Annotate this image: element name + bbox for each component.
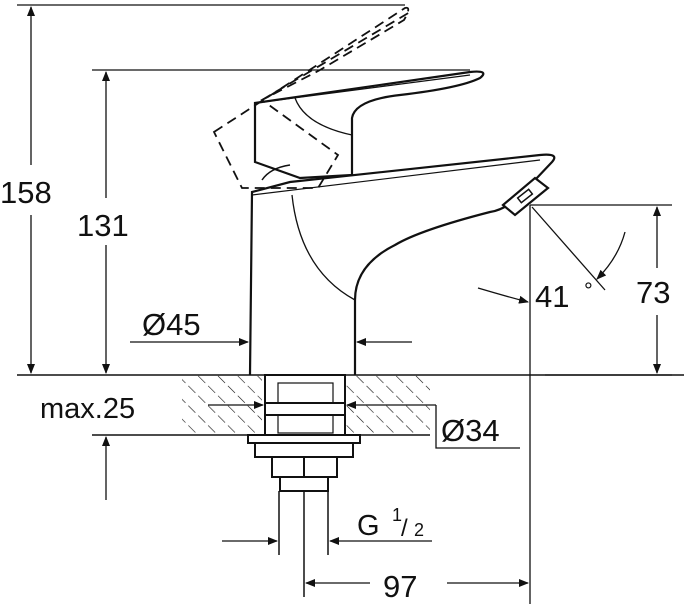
- label-degree: °: [584, 278, 593, 303]
- lever-handle-raised: [212, 6, 411, 189]
- mounting-assembly: [247, 374, 361, 492]
- dim-overall-height: 158: [0, 4, 405, 374]
- label-97: 97: [383, 569, 417, 604]
- label-max-25: max.25: [40, 393, 135, 425]
- label-thread-numerator: 1: [392, 505, 402, 525]
- label-g: G: [357, 510, 380, 542]
- tap-body: [248, 153, 556, 376]
- connection-pipes: [278, 491, 329, 597]
- lever-handle: [253, 70, 485, 181]
- dim-spray-angle: 41 °: [477, 205, 626, 604]
- label-diameter-34: Ø34: [441, 413, 500, 448]
- label-131: 131: [77, 208, 129, 243]
- dim-outlet-height: 73: [530, 204, 672, 376]
- label-41: 41: [535, 279, 569, 314]
- dim-connection-thread: G 1 / 2: [222, 505, 432, 545]
- dim-spout-projection: 97: [305, 569, 529, 604]
- label-158: 158: [0, 175, 52, 210]
- dim-spout-height: 131: [77, 69, 470, 374]
- dim-hole-diameter: Ø34: [208, 401, 520, 449]
- dim-deck-thickness: max.25: [40, 393, 135, 500]
- label-thread-denominator: 2: [414, 520, 424, 540]
- label-thread-slash: /: [401, 515, 408, 542]
- dim-body-diameter: Ø45: [130, 307, 412, 346]
- label-diameter-45: Ø45: [142, 307, 201, 342]
- label-73: 73: [636, 275, 670, 310]
